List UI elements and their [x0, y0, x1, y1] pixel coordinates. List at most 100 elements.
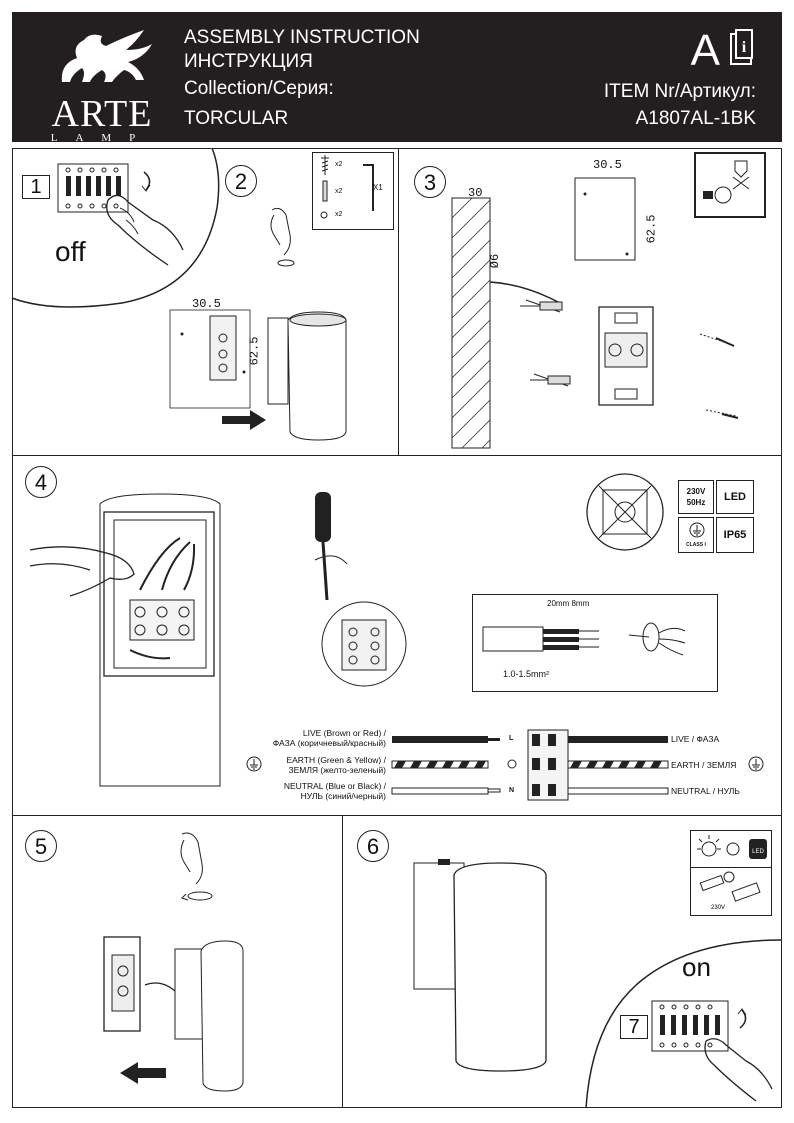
strip-dims: 20mm 8mm — [547, 599, 590, 608]
step-5-number: 5 — [25, 830, 57, 862]
earth-left-icon — [246, 756, 262, 772]
neutral-label-en: NEUTRAL (Blue or Black) / — [283, 781, 386, 791]
washer-icon — [320, 211, 328, 219]
step-7-state: on — [682, 952, 711, 982]
anchor-qty: x2 — [335, 188, 343, 195]
bulb-info-box: LED 230V — [690, 830, 772, 916]
no-cover-icon — [586, 473, 664, 551]
divider-col-top — [398, 148, 399, 455]
template-height: 62.5 — [644, 214, 659, 244]
volt-label: 230V — [711, 905, 725, 911]
push-arrow-icon — [222, 410, 266, 430]
step-2-number: 2 — [225, 165, 257, 197]
step-1-magnifier-circle — [11, 147, 220, 308]
class-spec: CLASS I — [678, 517, 714, 553]
divider-row1 — [12, 455, 782, 456]
brand-name: ARTE — [51, 93, 153, 135]
step-4-number: 4 — [25, 466, 57, 498]
earth-right-icon — [748, 756, 764, 772]
title-line-3: Collection/Серия: — [184, 78, 334, 99]
lamp-assembled-icon — [413, 859, 547, 1072]
anchor-icon — [322, 180, 328, 202]
live-label-en: LIVE (Brown or Red) / — [302, 728, 386, 738]
screwdriver-icon — [314, 492, 348, 601]
dim-width: 30.5 — [192, 297, 221, 311]
title-line-1: ASSEMBLY INSTRUCTION — [184, 27, 420, 48]
earth-label: EARTH (Green & Yellow) / ЗЕМЛЯ (желто-зе… — [286, 755, 386, 775]
lamp-cylinder-icon — [267, 311, 347, 441]
terminal-N: N — [509, 787, 515, 794]
template-width: 30.5 — [593, 158, 622, 172]
led-spec: LED — [716, 480, 754, 514]
griffin-icon — [61, 30, 152, 82]
hand-holding-cable-icon — [29, 546, 135, 597]
instruction-frame — [12, 148, 782, 1108]
stripped-cable-icon — [482, 626, 599, 652]
allen-key-icon — [363, 164, 374, 211]
class-value: CLASS I — [686, 542, 706, 548]
neutral-label-ru: НУЛЬ (синий/черный) — [300, 791, 386, 801]
step-1-number: 1 — [22, 175, 50, 199]
step-7-number: 7 — [620, 1015, 648, 1039]
item-label: ITEM Nr/Артикул: — [603, 81, 756, 102]
language-letter: A — [690, 26, 720, 75]
template-rect-icon — [574, 177, 636, 261]
earth-label-ru: ЗЕМЛЯ (желто-зеленый) — [288, 765, 386, 775]
hand-icon-2 — [704, 1038, 773, 1102]
class-ground-icon — [689, 522, 705, 538]
step-1-state: off — [55, 236, 86, 267]
wiring-diagram — [391, 729, 669, 801]
key-qty: X1 — [373, 183, 383, 192]
anchors-icon — [520, 299, 571, 387]
arte-lamp-logo: ARTE LAMP — [32, 24, 172, 144]
voltage-value: 230V — [686, 487, 706, 496]
step-6-number: 6 — [357, 830, 389, 862]
wall-section-icon — [451, 197, 491, 449]
terminal-L: L — [509, 735, 514, 742]
neutral-label-right: NEUTRAL / НУЛЬ — [671, 786, 740, 796]
rotate-arrow-icon-2 — [737, 1008, 747, 1029]
lamp-cylinder-icon-2 — [144, 940, 244, 1092]
earth-label-en: EARTH (Green & Yellow) / — [286, 755, 386, 765]
bulb-info-divider — [691, 867, 771, 868]
wire-section: 1.0-1.5mm² — [503, 669, 550, 679]
wall-plate-mounted-icon — [103, 936, 141, 1032]
voltage-spec: 230V 50Hz — [678, 480, 714, 514]
live-label-right: LIVE / ФАЗА — [671, 734, 720, 744]
wall-plate-icon — [598, 306, 654, 406]
brand-subtitle: LAMP — [50, 132, 154, 144]
screws-icon — [699, 333, 739, 419]
parts-box: x2 x2 x2 X1 — [312, 152, 394, 230]
hand-icon — [106, 194, 184, 266]
screw-icon — [321, 155, 329, 175]
pull-arrow-icon — [120, 1062, 166, 1084]
neutral-label: NEUTRAL (Blue or Black) / НУЛЬ (синий/че… — [284, 781, 386, 801]
live-label: LIVE (Brown or Red) / ФАЗА (коричневый/к… — [273, 728, 386, 748]
info-icon: i — [730, 29, 753, 65]
led-bulb-icon: LED — [697, 835, 767, 859]
divider-col-bottom — [342, 815, 343, 1108]
drill-diameter: Ø6 — [488, 253, 503, 269]
dim-height: 62.5 — [247, 336, 262, 366]
mount-bracket-icon — [169, 309, 251, 409]
item-number: A1807AL-1BK — [635, 108, 756, 129]
step-3-number: 3 — [414, 166, 446, 198]
lamp-open-body-icon — [99, 493, 221, 787]
live-label-ru: ФАЗА (коричневый/красный) — [272, 738, 386, 748]
no-bulb-icon — [694, 152, 766, 218]
rotate-arrow-icon — [141, 171, 151, 192]
cable-icon — [489, 281, 563, 305]
screw-qty: x2 — [335, 161, 343, 168]
ip-spec: IP65 — [716, 517, 754, 553]
divider-row2 — [12, 815, 782, 816]
bulb-replace-icon: 230V — [699, 871, 761, 911]
hand-screwing-icon — [270, 207, 295, 267]
header-banner: ARTE LAMP ASSEMBLY INSTRUCTION ИНСТРУКЦИ… — [12, 12, 782, 144]
earth-label-right: EARTH / ЗЕМЛЯ — [671, 760, 737, 770]
cable-gland-icon — [628, 622, 686, 656]
breaker-switch-icon — [57, 163, 129, 213]
title-line-4: TORCULAR — [184, 108, 289, 129]
title-line-2: ИНСТРУКЦИЯ — [184, 51, 313, 72]
terminal-zoom-icon — [321, 601, 407, 687]
frequency-value: 50Hz — [686, 498, 706, 507]
